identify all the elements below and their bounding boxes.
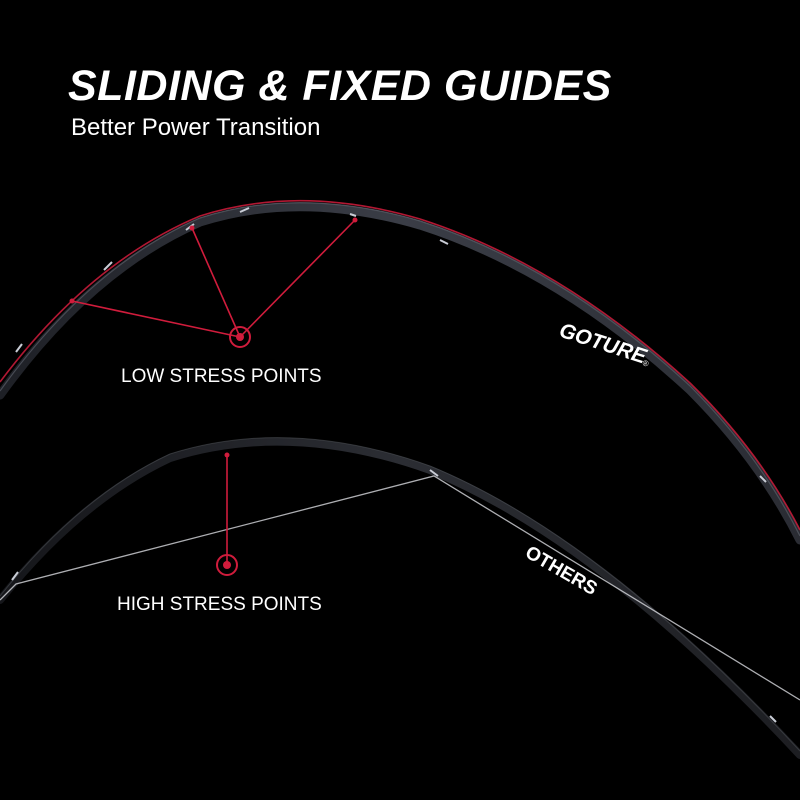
guide-ring	[429, 469, 439, 477]
top-rod-guides	[15, 207, 767, 483]
guide-ring	[439, 239, 449, 245]
high-stress-label: HIGH STRESS POINTS	[117, 594, 322, 615]
page-title: SLIDING & FIXED GUIDES	[68, 62, 612, 110]
stress-line	[71, 300, 241, 338]
bottom-rod-highlight	[0, 437, 800, 752]
stress-line-end	[69, 298, 75, 304]
guide-ring	[769, 715, 777, 723]
guide-ring	[103, 261, 113, 271]
low-stress-label: LOW STRESS POINTS	[121, 366, 322, 387]
bottom-rod-guides	[11, 469, 777, 723]
guide-ring	[11, 571, 19, 581]
high-stress-marker	[216, 554, 238, 576]
guide-ring	[759, 475, 767, 483]
top-rod-highlight	[0, 202, 800, 537]
registered-mark: ®	[641, 358, 649, 368]
stress-line	[239, 219, 356, 338]
low-stress-marker	[229, 326, 251, 348]
bottom-rod: OTHERS HIGH STRESS POINTS	[0, 437, 800, 759]
rod-brand-logo: GOTURE	[556, 319, 649, 369]
low-stress-lines	[71, 219, 356, 338]
stress-line	[191, 227, 241, 338]
low-stress-line-ends	[69, 217, 358, 304]
stress-line-end	[352, 217, 358, 223]
guide-ring	[349, 213, 357, 217]
guide-ring	[15, 343, 23, 353]
top-fishing-line	[0, 199, 800, 531]
guide-ring	[239, 207, 250, 213]
bottom-fishing-line	[0, 475, 800, 701]
high-stress-line-end	[224, 452, 230, 458]
top-rod-blank	[0, 202, 800, 545]
stress-line-end	[189, 225, 195, 231]
page-subtitle: Better Power Transition	[71, 114, 321, 141]
